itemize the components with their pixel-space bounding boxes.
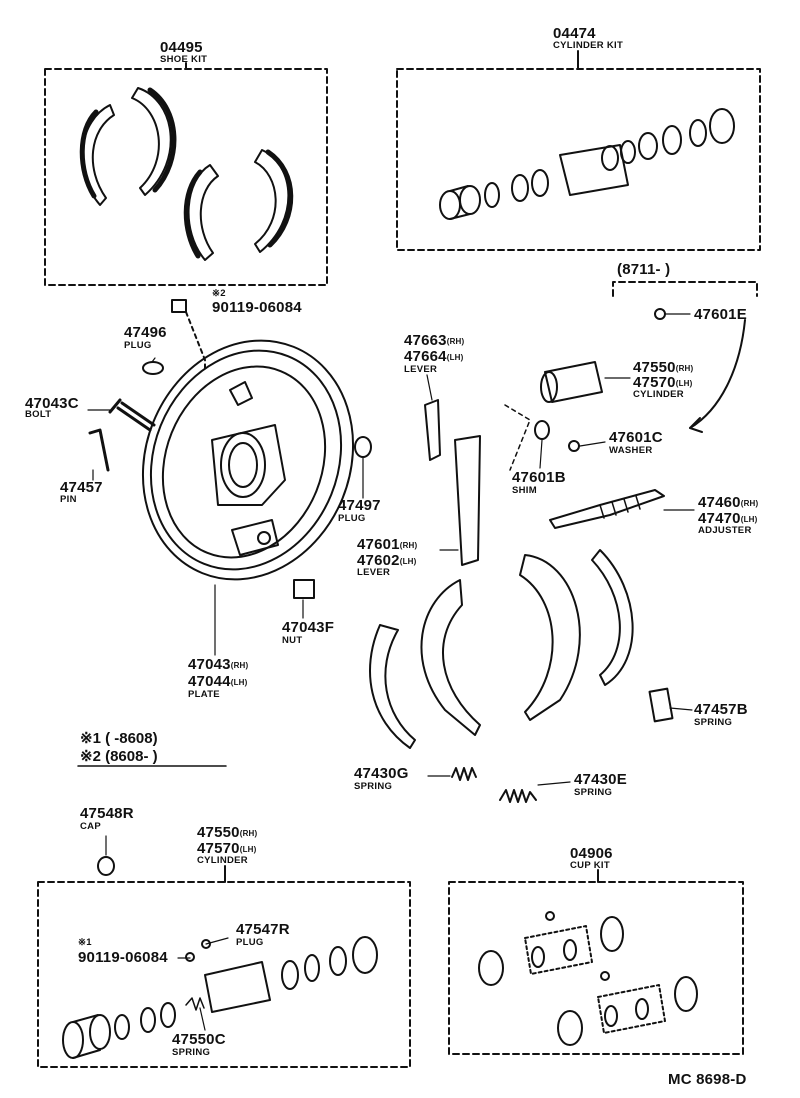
cylinder-right-line1: 47550(RH)	[633, 359, 694, 376]
spring-e-name: SPRING	[574, 787, 613, 798]
washer-icon	[568, 440, 580, 452]
lever-top-name: LEVER	[404, 364, 438, 375]
bolt-name: BOLT	[25, 409, 52, 420]
washer-name: WASHER	[609, 445, 653, 456]
cylinder-kit-box	[396, 68, 761, 251]
cylinder-right-name: CYLINDER	[633, 389, 684, 400]
plate-line1: 47043(RH)	[188, 656, 249, 673]
shim-number: 47601B	[512, 469, 566, 486]
screw-icon	[171, 299, 187, 313]
cylinder-kit-number: 04474	[553, 25, 596, 42]
plug-47496-number: 47496	[124, 324, 167, 341]
brake-shoe-icon	[79, 87, 294, 261]
nut-name: NUT	[282, 635, 303, 646]
adjuster-icon	[549, 489, 665, 529]
legend-item-1: ※1 ( -8608)	[80, 730, 158, 747]
lever-mid-line1: 47601(RH)	[357, 536, 418, 553]
legend-item-2: ※2 (8608- )	[80, 748, 158, 765]
adjuster-name: ADJUSTER	[698, 525, 752, 536]
cylinder-right-line2: 47570(LH)	[633, 374, 693, 391]
plug-right-icon	[354, 436, 372, 458]
washer-e-icon	[654, 308, 666, 320]
plate-line2: 47044(LH)	[188, 673, 248, 690]
lever-top-line2: 47664(LH)	[404, 348, 464, 365]
cap-icon	[97, 856, 115, 876]
spring-b-name: SPRING	[694, 717, 733, 728]
cap-number: 47548R	[80, 805, 134, 822]
diagram-code: MC 8698-D	[668, 1071, 747, 1088]
spring-c-name: SPRING	[172, 1047, 211, 1058]
bolt-number: 47043C	[25, 395, 79, 412]
plug-47497-name: PLUG	[338, 513, 366, 524]
adjuster-line1: 47460(RH)	[698, 494, 759, 511]
lever-top-line1: 47663(RH)	[404, 332, 465, 349]
plug-47547r-number: 47547R	[236, 921, 290, 938]
plug-47496-name: PLUG	[124, 340, 152, 351]
date-range: (8711- )	[617, 261, 671, 278]
washer-number: 47601C	[609, 429, 663, 446]
lever-mid-line2: 47602(LH)	[357, 552, 417, 569]
wheel-cylinder-icon	[544, 361, 603, 403]
spring-b-number: 47457B	[694, 701, 748, 718]
cylinder-kit-name: CYLINDER KIT	[553, 40, 624, 51]
screw-bottom-mark: ※1	[78, 937, 92, 948]
spring-c-number: 47550C	[172, 1031, 226, 1048]
shim-icon	[534, 420, 550, 440]
cup-kit-number: 04906	[570, 845, 613, 862]
spring-e-icon	[499, 789, 537, 803]
plug-icon	[142, 361, 164, 375]
cup-kit-box	[448, 881, 744, 1055]
spring-g-name: SPRING	[354, 781, 393, 792]
cylinder-box-line1: 47550(RH)	[197, 824, 258, 841]
spring-g-number: 47430G	[354, 765, 409, 782]
cap-name: CAP	[80, 821, 101, 832]
screw-top-number: 90119-06084	[212, 299, 302, 316]
shoe-kit-name: SHOE KIT	[160, 54, 208, 65]
cylinder-box-parts-icon	[62, 936, 378, 1059]
spring-e-number: 47430E	[574, 771, 627, 788]
plate-name: PLATE	[188, 689, 220, 700]
plug-47547r-name: PLUG	[236, 937, 264, 948]
cylinder-kit-parts-icon	[439, 108, 735, 220]
washer-e-number: 47601E	[694, 306, 747, 323]
cup-kit-name: CUP KIT	[570, 860, 610, 871]
pin-name: PIN	[60, 494, 77, 505]
cup-kit-parts-icon	[478, 911, 698, 1046]
cylinder-box-name: CYLINDER	[197, 855, 248, 866]
date-bracket	[612, 281, 758, 297]
pin-number: 47457	[60, 479, 103, 496]
shim-name: SHIM	[512, 485, 537, 496]
spring-g-icon	[451, 767, 477, 781]
screw-top-mark: ※2	[212, 288, 226, 299]
pin-icon	[88, 428, 110, 472]
nut-icon	[293, 579, 315, 599]
screw-bottom-number: 90119-06084	[78, 949, 168, 966]
bolt-icon	[108, 398, 156, 432]
adjuster-line2: 47470(LH)	[698, 510, 758, 527]
shoe-kit-number: 04495	[160, 39, 203, 56]
plug-47497-number: 47497	[338, 497, 381, 514]
shoe-assembly-icon	[369, 549, 674, 749]
cylinder-box-line2: 47570(LH)	[197, 840, 257, 857]
lever-mid-name: LEVER	[357, 567, 391, 578]
lever-icon	[424, 399, 550, 566]
spring-b-icon	[648, 687, 674, 723]
backing-plate-icon	[141, 339, 355, 581]
nut-number: 47043F	[282, 619, 335, 636]
